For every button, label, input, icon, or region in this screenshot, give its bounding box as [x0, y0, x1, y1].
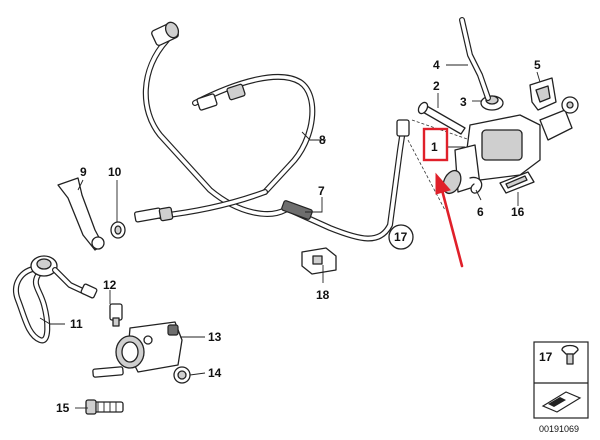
line-top-connector	[151, 21, 180, 46]
slave-line-part-11	[13, 255, 98, 344]
red-arrow	[435, 172, 464, 268]
catalog-number: 00191069	[539, 424, 579, 434]
fitting-part-12	[109, 303, 123, 327]
label-part-4: 4	[433, 58, 440, 72]
bolt-part-15	[85, 399, 124, 415]
leader-lines	[39, 64, 541, 409]
hydraulic-pipe	[281, 119, 410, 242]
reservoir-hose-part-4	[459, 17, 491, 101]
label-part-7: 7	[318, 184, 325, 198]
label-part-14: 14	[208, 366, 222, 380]
clip-part-6	[469, 176, 483, 194]
label-part-5: 5	[534, 58, 541, 72]
washer-part-10	[110, 221, 126, 239]
clip-part-18	[301, 247, 337, 275]
line-lower-fitting	[133, 206, 174, 223]
slave-cylinder-part-13	[92, 321, 183, 378]
legend-number: 17	[539, 350, 553, 364]
bracket-part-16	[499, 171, 535, 194]
legend-box: 17	[533, 341, 589, 419]
lever-part-9	[57, 177, 105, 251]
bolt-part-2	[417, 101, 466, 135]
label-part-3: 3	[460, 95, 467, 109]
clutch-line-hose	[142, 37, 316, 219]
label-part-17: 17	[394, 230, 408, 244]
label-part-18: 18	[316, 288, 330, 302]
grommet-part-3	[480, 95, 504, 111]
bracket-part-5	[529, 77, 557, 111]
label-part-9: 9	[80, 165, 87, 179]
label-part-6: 6	[477, 205, 484, 219]
push-rivet-icon	[561, 344, 579, 365]
label-part-16: 16	[511, 205, 525, 219]
label-part-11: 11	[70, 317, 83, 331]
label-part-10: 10	[108, 165, 122, 179]
highlight-box	[422, 127, 449, 162]
label-part-1: 1	[431, 140, 438, 154]
nut-part-14	[173, 366, 191, 384]
label-part-8: 8	[319, 133, 326, 147]
master-cylinder	[442, 96, 579, 195]
label-part-13: 13	[208, 330, 222, 344]
label-part-15: 15	[56, 401, 70, 415]
line-mid-fitting	[196, 83, 246, 111]
label-part-2: 2	[433, 79, 440, 93]
label-part-12: 12	[103, 278, 117, 292]
arrow-symbol-icon	[541, 391, 582, 413]
callout-circle-17	[388, 224, 414, 250]
